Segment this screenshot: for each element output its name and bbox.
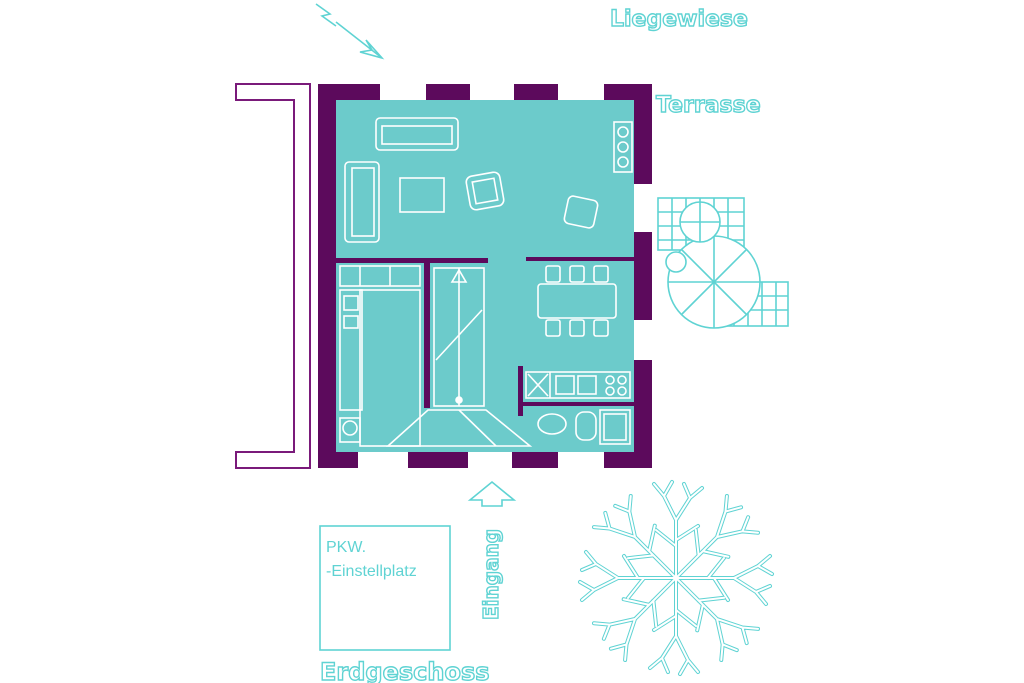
entrance-arrow xyxy=(467,480,517,507)
interior-walls xyxy=(336,257,634,416)
entrance-label: Eingang xyxy=(479,529,503,620)
floor-label: Erdgeschoss xyxy=(320,658,490,683)
armchair-2 xyxy=(563,195,599,229)
parking-label-line2: -Einstellplatz xyxy=(326,563,417,580)
dining-table xyxy=(537,265,617,337)
lawn-label: Liegewiese xyxy=(610,7,748,32)
floor-area xyxy=(336,100,634,452)
bathroom xyxy=(537,409,631,445)
parking-label-line1: PKW. xyxy=(326,539,366,556)
north-arrow-icon xyxy=(315,3,385,60)
parking-spot xyxy=(319,525,451,651)
stove xyxy=(613,121,633,173)
side-sofa xyxy=(344,161,380,243)
tree-inner xyxy=(578,480,774,676)
coffee-table xyxy=(399,177,445,213)
carport-outline xyxy=(235,83,311,469)
terrace-label: Terrasse xyxy=(656,93,761,118)
sofa xyxy=(375,117,459,151)
staircase xyxy=(385,267,533,447)
parasol-icon xyxy=(665,201,761,329)
armchair xyxy=(465,171,505,211)
kitchen xyxy=(525,371,631,399)
outer-walls xyxy=(318,84,652,468)
